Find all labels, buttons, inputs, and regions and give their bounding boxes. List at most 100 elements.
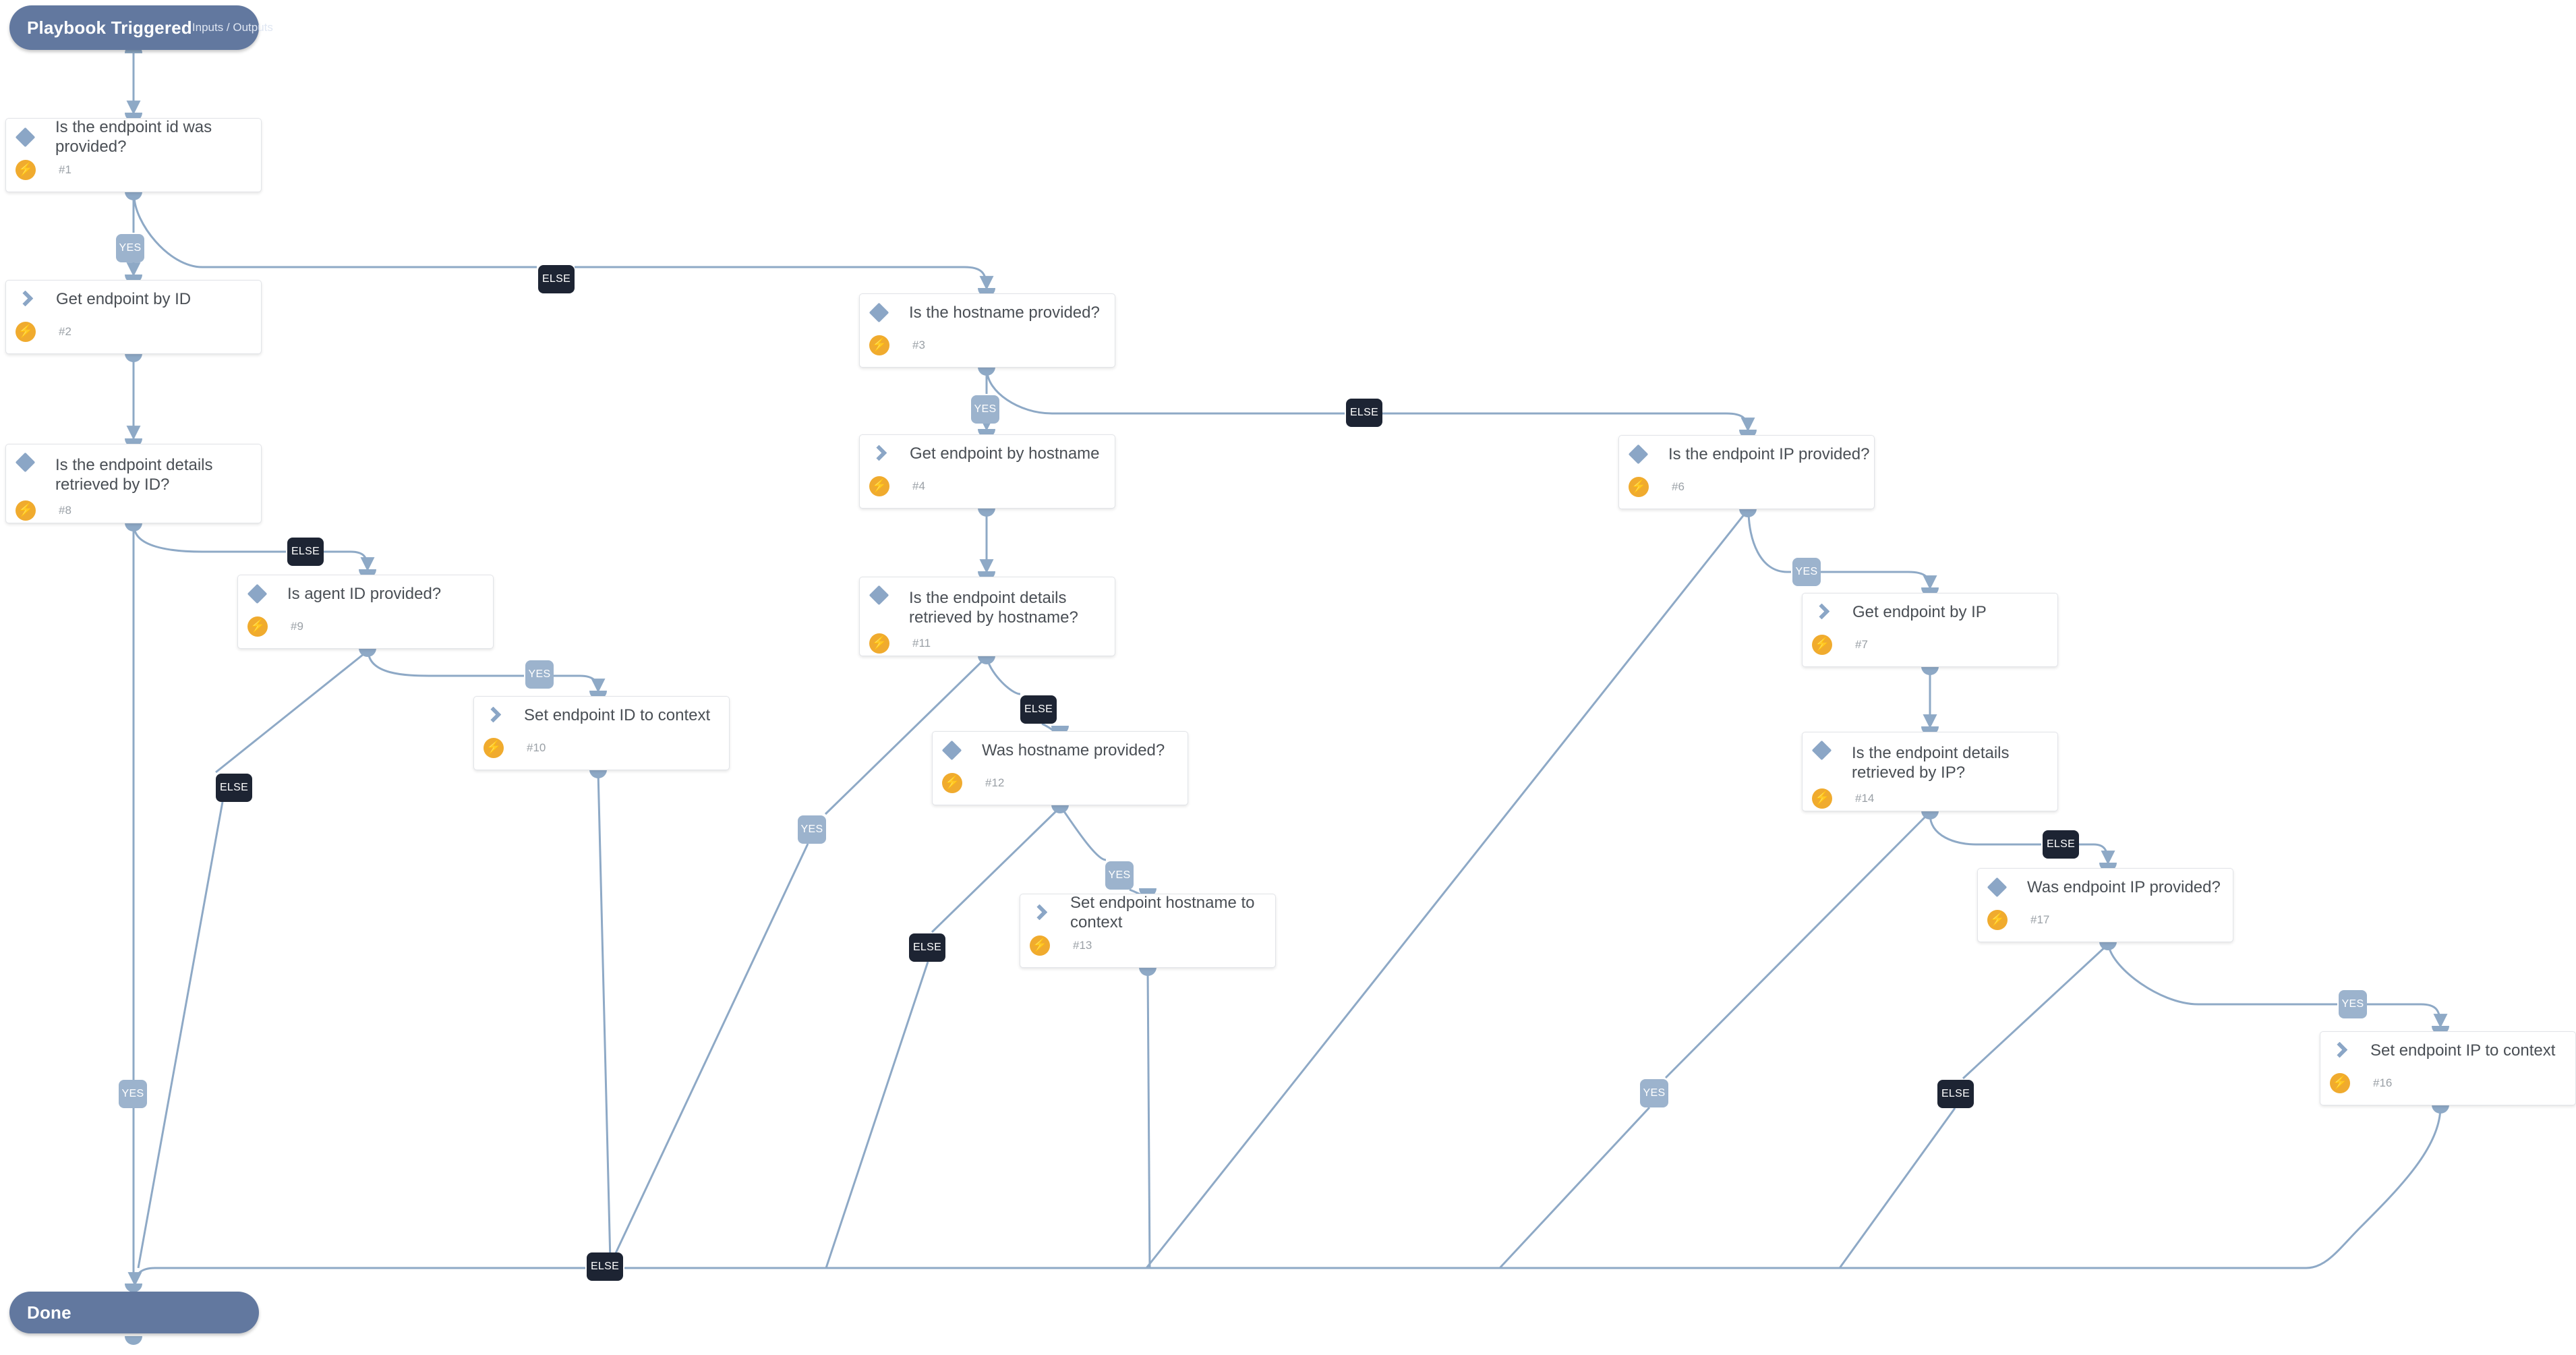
node-card-number: #12 [985, 776, 1005, 789]
action-chevron-icon [2333, 1043, 2347, 1058]
node-card-title: Get endpoint by hostname [910, 444, 1100, 463]
node-card-title: Get endpoint by IP [1852, 602, 1987, 621]
node-card[interactable]: Was endpoint IP provided? #17 [1977, 868, 2233, 942]
automation-bolt-icon [247, 616, 268, 637]
port-n6-out [1739, 509, 1757, 517]
node-card[interactable]: Set endpoint hostname to context#13 [1020, 894, 1276, 968]
node-card-header: Is the endpoint details retrieved by IP? [1803, 732, 2057, 784]
branch-badge-else[interactable]: ELSE [1937, 1080, 1974, 1108]
branch-badge-else[interactable]: ELSE [538, 265, 575, 293]
node-card[interactable]: Is the endpoint details retrieved by IP?… [1802, 732, 2058, 811]
node-card-footer: #11 [860, 629, 1115, 658]
condition-diamond-icon [869, 585, 889, 606]
branch-badge-else[interactable]: ELSE [1020, 695, 1057, 724]
node-card-number: #3 [912, 339, 925, 351]
condition-diamond-icon [1987, 877, 2008, 897]
branch-badge-yes[interactable]: YES [1105, 861, 1134, 890]
node-card[interactable]: Set endpoint IP to context #16 [2320, 1031, 2576, 1105]
node-card[interactable]: Is the endpoint details retrieved by hos… [859, 577, 1115, 656]
port-n1-out [125, 192, 142, 200]
node-card[interactable]: Is the hostname provided? #3 [859, 293, 1115, 368]
branch-badge-else[interactable]: ELSE [1346, 399, 1382, 427]
branch-badge-yes[interactable]: YES [116, 234, 144, 262]
node-card-footer: #8 [6, 496, 261, 525]
automation-bolt-icon [16, 500, 36, 521]
automation-bolt-icon [1030, 935, 1050, 956]
node-card[interactable]: Is the endpoint id was provided? #1 [5, 118, 262, 192]
node-card-title: Set endpoint IP to context [2370, 1041, 2556, 1060]
node-card-number: #17 [2030, 913, 2050, 926]
branch-badge-yes[interactable]: YES [119, 1080, 147, 1108]
node-card[interactable]: Set endpoint ID to context #10 [473, 696, 730, 770]
node-card-title: Is agent ID provided? [287, 584, 442, 603]
node-card[interactable]: Get endpoint by ID#2 [5, 280, 262, 354]
node-card[interactable]: Was hostname provided?#12 [932, 731, 1188, 805]
node-card-title: Is the endpoint details retrieved by ID? [55, 456, 213, 494]
node-card-number: #1 [59, 163, 71, 176]
node-card-number: #16 [2373, 1076, 2393, 1089]
node-card[interactable]: Get endpoint by hostname #4 [859, 434, 1115, 509]
port-n4-out [978, 508, 995, 517]
node-card-title: Set endpoint ID to context [524, 705, 711, 724]
node-card[interactable]: Is the endpoint IP provided? #6 [1618, 435, 1875, 509]
end-node[interactable]: Done [9, 1292, 259, 1333]
action-chevron-icon [872, 446, 887, 461]
condition-diamond-icon [247, 583, 268, 604]
action-chevron-icon [1815, 604, 1829, 619]
node-card-header: Get endpoint by IP [1803, 594, 2057, 630]
node-card[interactable]: Is the endpoint details retrieved by ID?… [5, 444, 262, 523]
node-card-number: #10 [527, 741, 546, 754]
condition-diamond-icon [1811, 740, 1832, 761]
node-card-footer: #14 [1803, 784, 2057, 813]
branch-badge-else[interactable]: ELSE [287, 538, 324, 566]
port-n3-out [978, 367, 995, 376]
node-card-header: Was endpoint IP provided? [1978, 869, 2233, 905]
node-card-header: Is the hostname provided? [860, 294, 1115, 330]
node-card-footer: #6 [1619, 472, 1874, 502]
node-card-header: Set endpoint IP to context [2320, 1032, 2575, 1068]
node-card-footer: #7 [1803, 630, 2057, 660]
end-node-title: Done [27, 1302, 71, 1323]
automation-bolt-icon [484, 738, 504, 758]
action-chevron-icon [18, 291, 33, 306]
node-card-title: Is the endpoint id was provided? [55, 118, 212, 156]
start-node-title: Playbook Triggered [27, 17, 192, 38]
port-n13-out [1139, 967, 1157, 976]
node-card[interactable]: Get endpoint by IP #7 [1802, 593, 2058, 667]
branch-badge-yes[interactable]: YES [525, 660, 554, 689]
node-card-title: Is the endpoint IP provided? [1668, 444, 1870, 463]
condition-diamond-icon [15, 127, 36, 147]
branch-badge-else[interactable]: ELSE [909, 933, 945, 962]
branch-badge-yes[interactable]: YES [1792, 558, 1821, 586]
node-card[interactable]: Is agent ID provided?#9 [237, 575, 494, 649]
node-card-number: #7 [1855, 638, 1868, 651]
branch-badge-yes[interactable]: YES [798, 815, 826, 844]
branch-badge-else[interactable]: ELSE [2043, 830, 2079, 859]
start-node[interactable]: Playbook Triggered Inputs / Outputs [9, 5, 273, 50]
node-card-footer: #16 [2320, 1068, 2575, 1098]
branch-badge-yes[interactable]: YES [1640, 1079, 1668, 1107]
automation-bolt-icon [16, 160, 36, 180]
branch-badge-yes[interactable]: YES [971, 395, 999, 424]
node-card-footer: #1 [6, 155, 261, 185]
branch-badge-else[interactable]: ELSE [216, 774, 252, 802]
port-done-out [125, 1336, 142, 1345]
node-card-number: #4 [912, 480, 925, 492]
node-card-footer: #12 [933, 768, 1188, 798]
node-card-title: Set endpoint hostname to context [1070, 894, 1255, 931]
node-card-footer: #10 [474, 733, 729, 763]
port-n2-out [125, 353, 142, 362]
node-card-footer: #2 [6, 317, 261, 347]
node-card-footer: #17 [1978, 905, 2233, 935]
condition-diamond-icon [941, 740, 962, 760]
branch-badge-else[interactable]: ELSE [587, 1252, 623, 1281]
automation-bolt-icon [869, 335, 889, 355]
node-card-number: #6 [1672, 480, 1685, 493]
branch-badge-yes[interactable]: YES [2339, 990, 2367, 1018]
port-n7-out [1921, 666, 1939, 675]
node-card-number: #14 [1855, 792, 1875, 805]
node-card-title: Was endpoint IP provided? [2027, 877, 2221, 896]
condition-diamond-icon [1628, 444, 1649, 464]
